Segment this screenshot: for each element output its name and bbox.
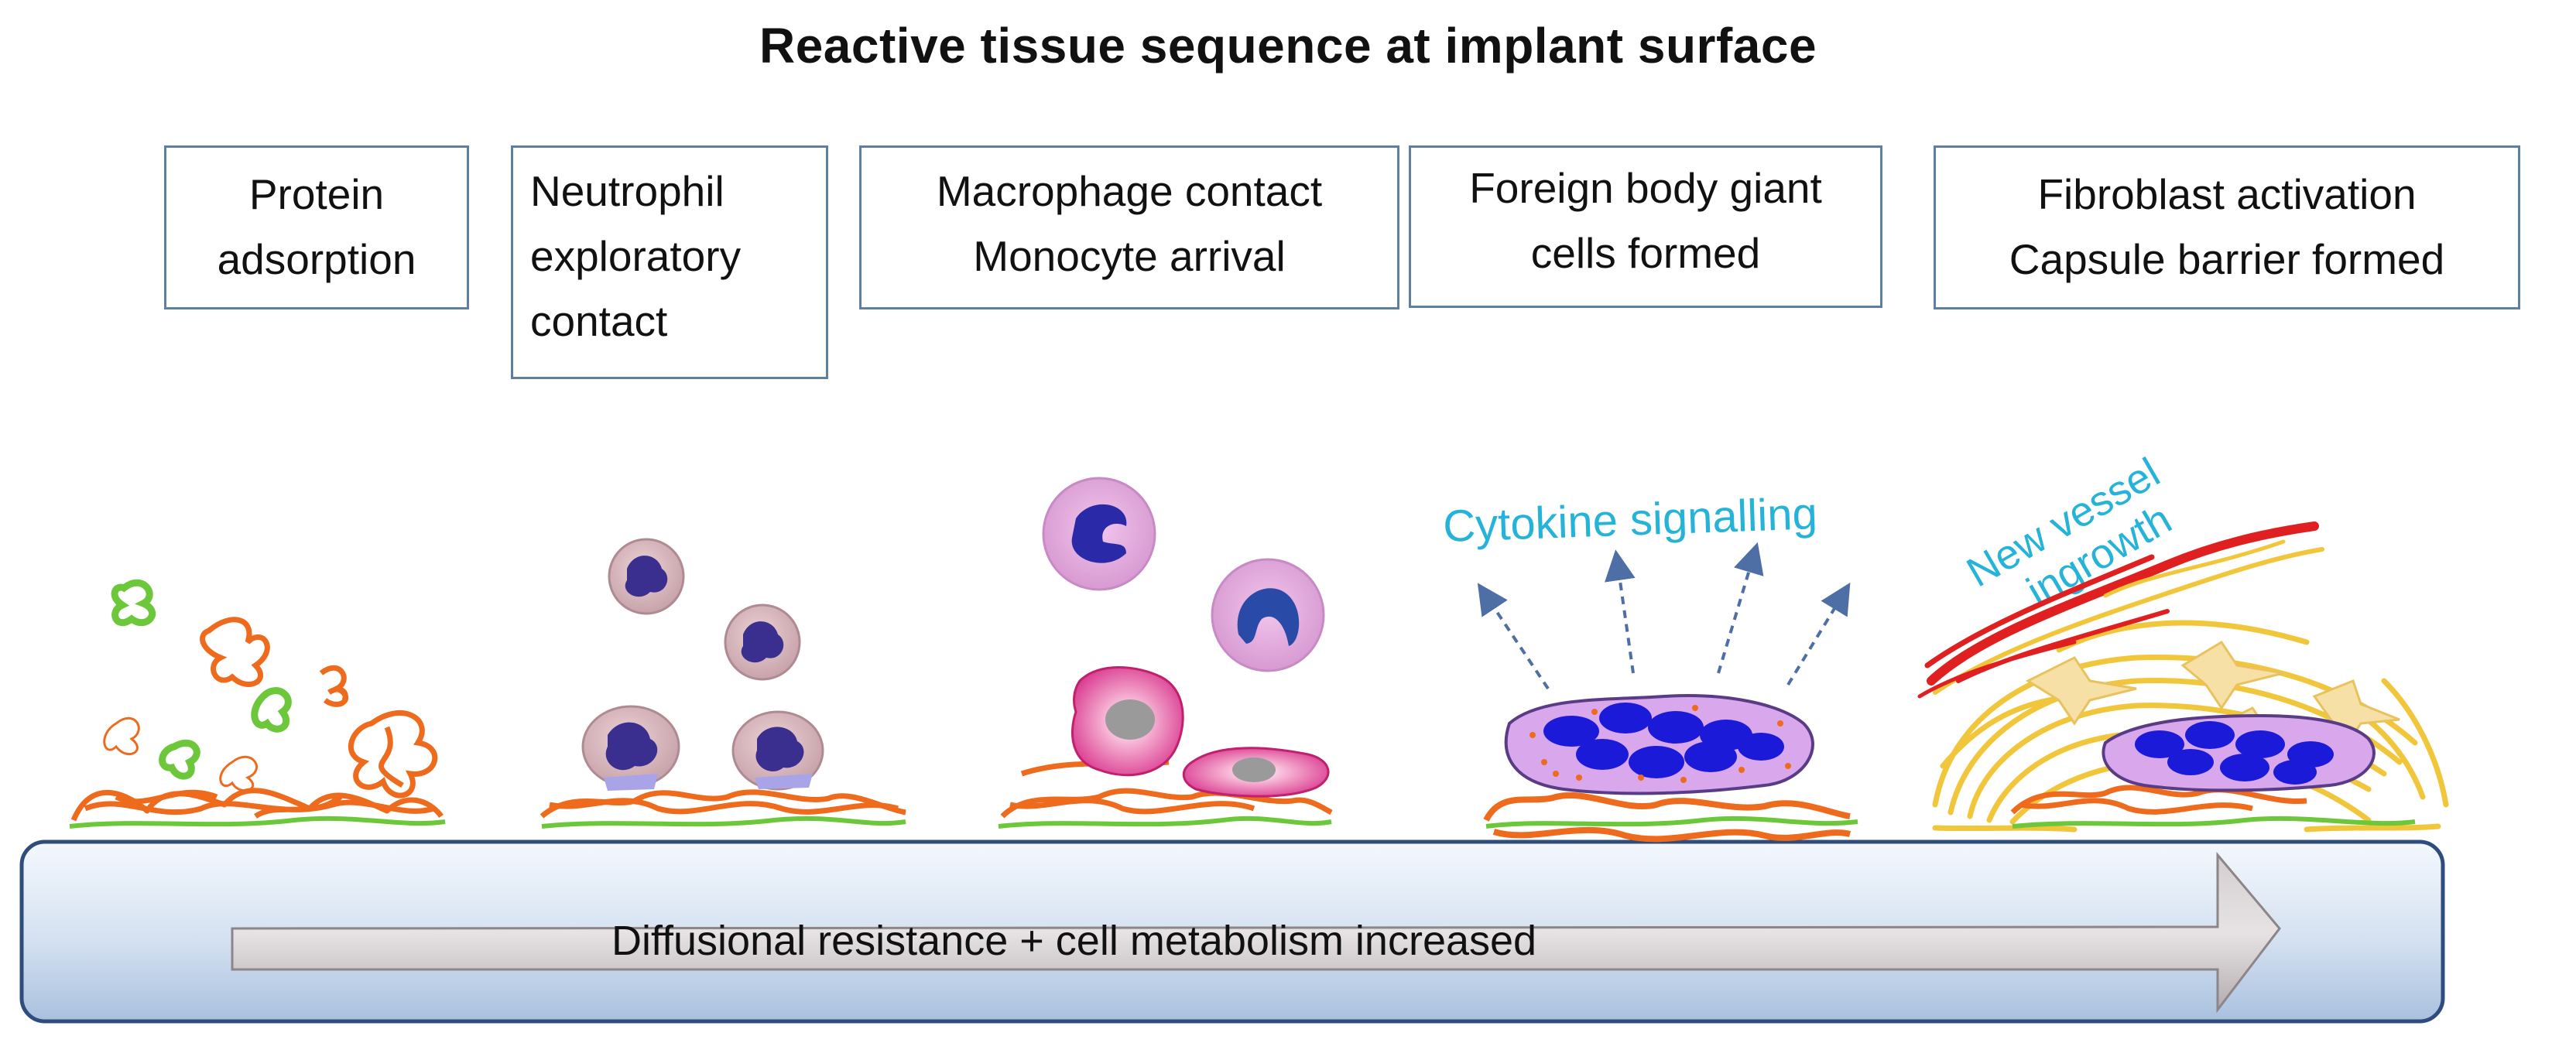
new-vessel-label: New vessel ingrowth	[1959, 443, 2201, 636]
stage-5-illustration: New vessel ingrowth	[1917, 443, 2449, 833]
stage-label-line: cells formed	[1530, 229, 1761, 277]
neutrophil-cell	[731, 710, 824, 791]
stage-label-line: Macrophage contact	[936, 167, 1323, 215]
cytokine-arrows	[1477, 542, 1851, 690]
cytokine-signalling-label: Cytokine signalling	[1442, 488, 1818, 552]
fibrin-mesh	[2010, 785, 2307, 815]
neutrophil-cell	[581, 705, 680, 791]
green-substrate-line	[998, 816, 1332, 829]
green-substrate-line	[1485, 816, 1858, 829]
fibrin-mesh	[540, 789, 906, 819]
monocyte-cell	[1211, 558, 1325, 672]
fibrin-mesh	[1483, 792, 1852, 843]
protein-molecule-green	[251, 687, 292, 733]
progress-arrow-label: Diffusional resistance + cell metabolism…	[611, 918, 1537, 964]
macrophage-cell	[1070, 666, 1184, 777]
neutrophil-cell	[608, 538, 685, 615]
stage-label-line: Monocyte arrival	[973, 232, 1286, 280]
stage-3-illustration	[998, 477, 1333, 829]
new-vessels	[1917, 521, 2324, 699]
giant-cell	[1504, 694, 1814, 795]
protein-molecule-orange	[348, 710, 438, 798]
stage-label-line: exploratory	[530, 232, 742, 280]
giant-cell	[2102, 713, 2376, 792]
stage-box-capsule-formed: Fibroblast activation Capsule barrier fo…	[1934, 145, 2520, 309]
stage-label-line: contact	[530, 297, 668, 345]
stage-label-line: adsorption	[217, 235, 416, 283]
stage-label-line: Fibroblast activation	[2037, 170, 2417, 218]
monocyte-cell	[1042, 477, 1156, 591]
stage-2-illustration	[540, 538, 906, 829]
fibrin-mesh	[70, 788, 444, 822]
neutrophil-cell	[724, 604, 801, 681]
protein-molecule-green	[111, 579, 156, 627]
giant-cell-nuclei	[1543, 703, 1784, 778]
stage-label-line: Protein	[248, 170, 385, 218]
stage-box-neutrophil-contact: Neutrophil exploratory contact	[511, 145, 828, 379]
protein-molecule-orange	[200, 617, 270, 687]
stage-box-giant-cells: Foreign body giant cells formed	[1409, 145, 1882, 308]
stage-1-illustration	[69, 579, 446, 829]
protein-molecule-orange	[319, 665, 349, 707]
progress-arrow	[231, 851, 2281, 1014]
granules	[1530, 705, 1791, 783]
stage-box-protein-adsorption: Protein adsorption	[164, 145, 469, 309]
stage-label-line: Capsule barrier formed	[2009, 235, 2445, 283]
stage-4-illustration: Cytokine signalling	[1442, 488, 1858, 843]
stage-label-line: Foreign body giant	[1469, 164, 1822, 212]
green-substrate-line	[2012, 816, 2416, 829]
stage-label-line: Neutrophil	[530, 167, 724, 215]
protein-molecule-green	[159, 739, 200, 780]
page-title: Reactive tissue sequence at implant surf…	[759, 18, 1817, 74]
green-substrate-line	[69, 816, 446, 829]
giant-cell-nuclei	[2135, 721, 2334, 785]
protein-molecule-thin	[103, 716, 258, 792]
green-substrate-line	[541, 816, 906, 829]
stage-box-macrophage-contact: Macrophage contact Monocyte arrival	[859, 145, 1399, 309]
macrophage-cell	[1182, 747, 1330, 798]
